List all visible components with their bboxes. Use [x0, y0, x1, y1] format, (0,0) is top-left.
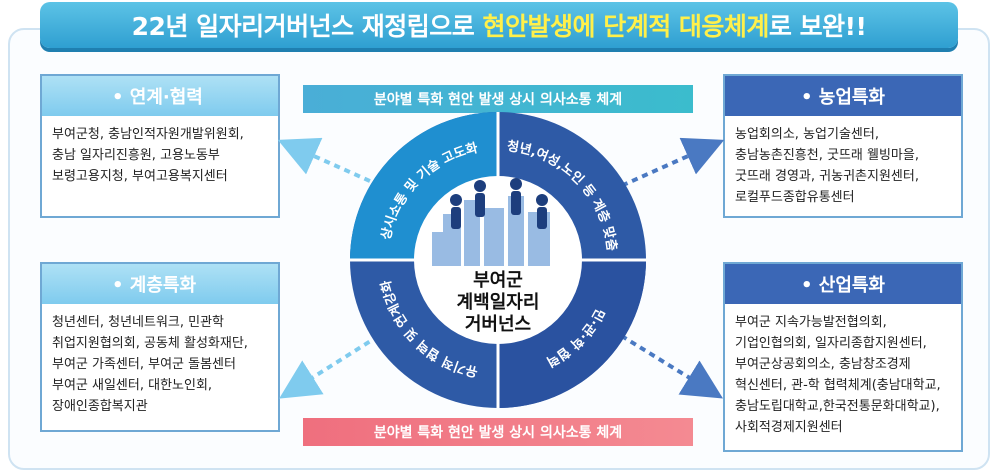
communication-bar-top: 분야별 특화 현안 발생 상시 의사소통 체계 — [303, 85, 693, 113]
industry-line: 충남도립대학교,한국전통문화대학교), — [735, 399, 940, 414]
industry-line: 부여군상공회의소, 충남창조경제 — [735, 357, 911, 372]
cooperation-line: 부여군청, 충남인적자원개발위원회, — [52, 127, 244, 142]
agriculture-line: 굿뜨래 경영과, 귀농귀촌지원센터, — [735, 169, 919, 184]
industry-line: 부여군 지속가능발전협의회, — [735, 315, 887, 330]
cooperation-box: • 연계·협력 부여군청, 충남인적자원개발위원회, 충남 일자리진흥원, 고용… — [40, 74, 280, 218]
class-box: • 계층특화 청년센터, 청년네트워크, 민관학 취업지원협의회, 공동체 활성… — [40, 262, 280, 432]
class-line: 청년센터, 청년네트워크, 민관학 — [52, 315, 225, 330]
cooperation-line: 충남 일자리진흥원, 고용노동부 — [52, 148, 220, 163]
banner-title: 22년 일자리거버넌스 재정립으로 현안발생에 단계적 대응체계로 보완!! — [131, 12, 867, 41]
class-line: 장애인종합복지관 — [52, 399, 148, 414]
industry-box: • 산업특화 부여군 지속가능발전협의회, 기업인협의회, 일자리종합지원센터,… — [723, 262, 963, 452]
class-title: • 계층특화 — [42, 264, 278, 304]
communication-bar-bottom: 분야별 특화 현안 발생 상시 의사소통 체계 — [303, 418, 693, 446]
agriculture-box: • 농업특화 농업회의소, 농업기술센터, 충남농촌진흥천, 굿뜨래 웰빙마을,… — [723, 74, 963, 218]
industry-line: 혁신센터, 관-학 협력체계(충남대학교, — [735, 378, 941, 393]
title-banner: 22년 일자리거버넌스 재정립으로 현안발생에 단계적 대응체계로 보완!! — [40, 2, 958, 48]
agriculture-line: 충남농촌진흥천, 굿뜨래 웰빙마을, — [735, 148, 919, 163]
agriculture-line: 로컬푸드종합유통센터 — [735, 190, 855, 205]
people-illustration-icon — [450, 178, 548, 229]
agriculture-title: • 농업특화 — [725, 76, 961, 116]
governance-ring: 상시소통 및 기술 고도화 청년,여성,노인 등 계층 맞춤 유기적 협력 및 … — [350, 112, 646, 408]
class-line: 부여군 가족센터, 부여군 돌봄센터 — [52, 357, 236, 372]
industry-title: • 산업특화 — [725, 264, 961, 304]
class-line: 부여군 새일센터, 대한노인회, — [52, 378, 213, 393]
class-line: 취업지원협의회, 공동체 활성화재단, — [52, 336, 248, 351]
arrow-to-industry — [610, 328, 724, 399]
arrow-to-class — [279, 328, 390, 399]
center-title-line3: 거버넌스 — [465, 314, 531, 335]
agriculture-line: 농업회의소, 농업기술센터, — [735, 127, 879, 142]
industry-line: 사회적경제지원센터 — [735, 420, 843, 435]
industry-line: 기업인협의회, 일자리종합지원센터, — [735, 336, 927, 351]
center-title-line1: 부여군 — [473, 270, 523, 291]
cooperation-line: 보령고용지청, 부여고용복지센터 — [52, 169, 228, 184]
cooperation-title: • 연계·협력 — [42, 76, 278, 116]
center-title-line2: 계백일자리 — [457, 292, 540, 313]
